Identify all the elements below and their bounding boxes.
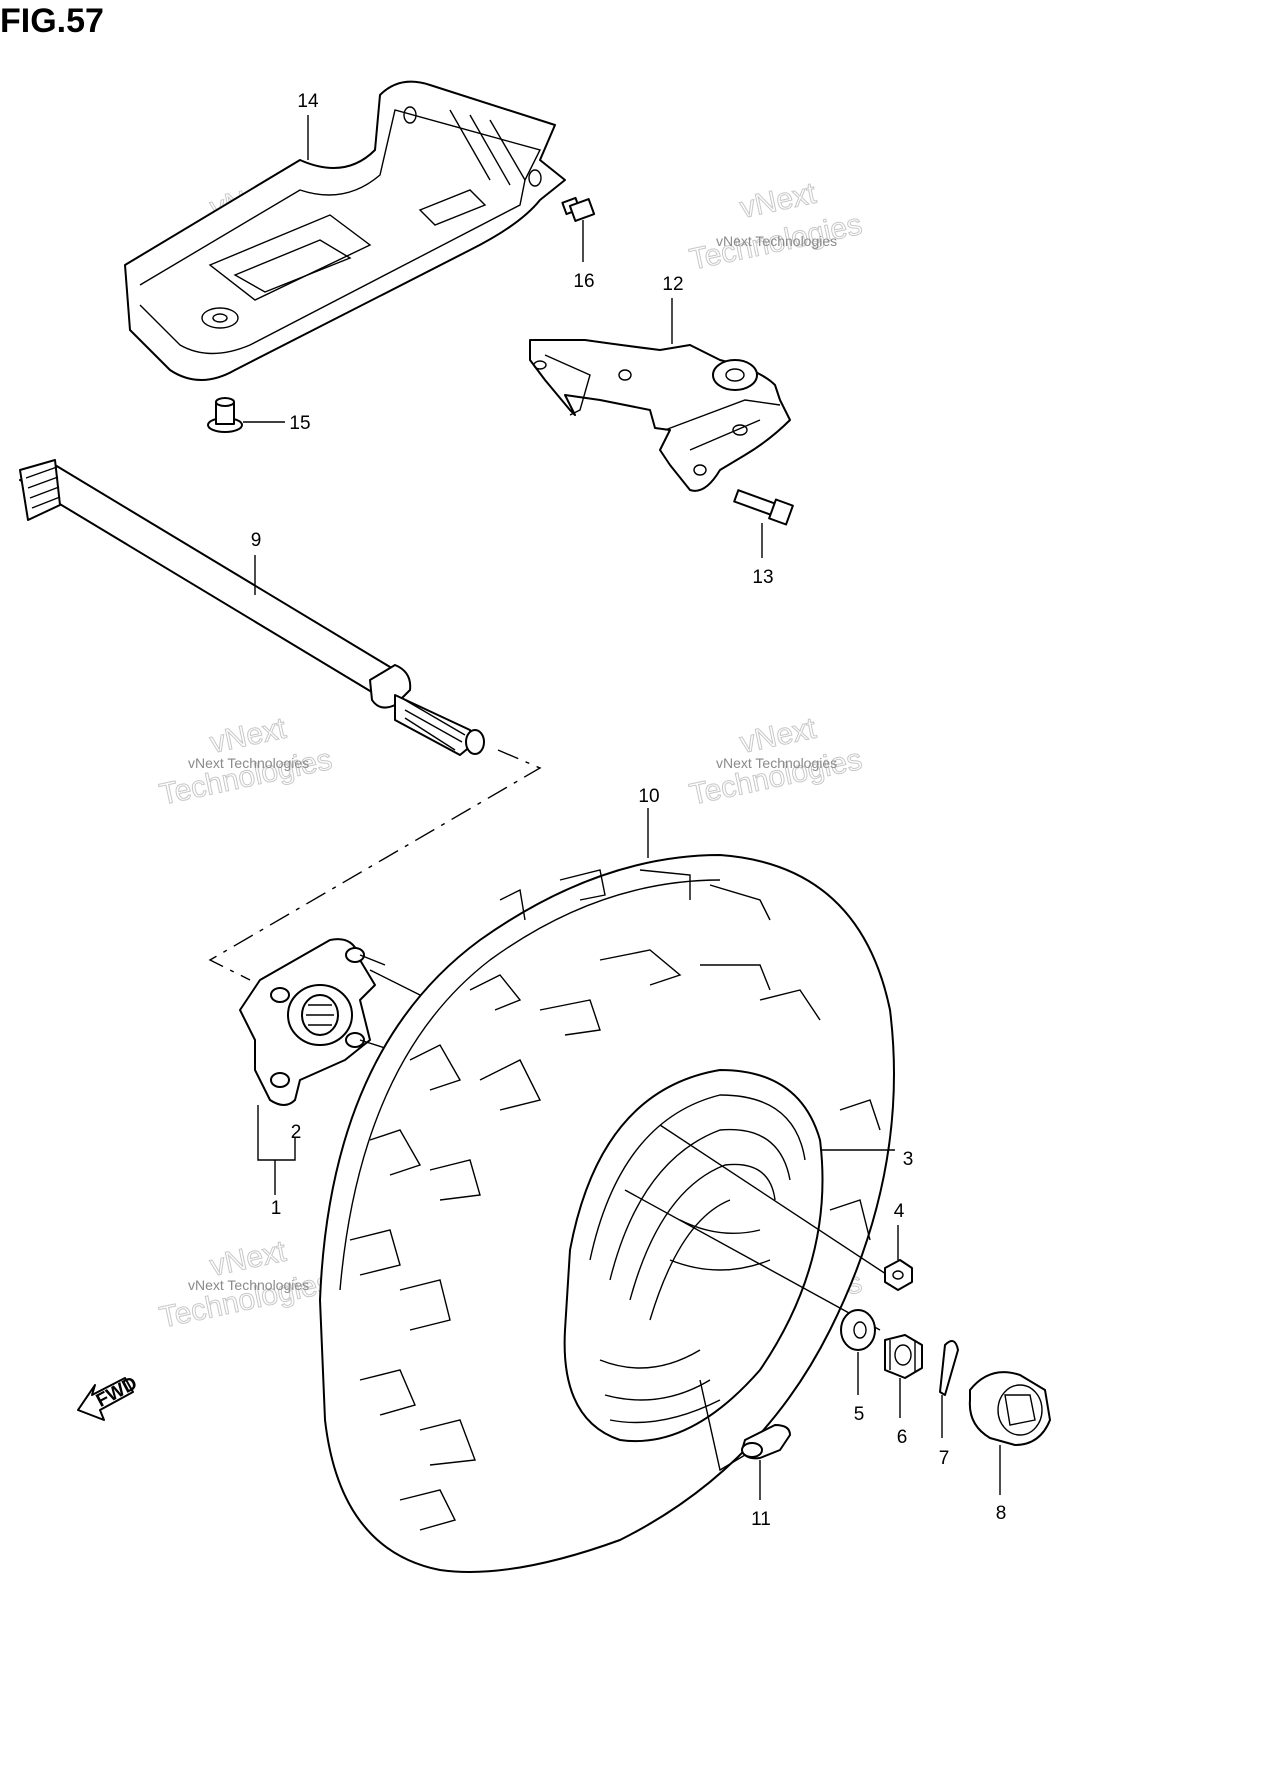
callout-15: 15: [289, 413, 310, 434]
callout-16: 16: [573, 271, 594, 292]
castle-nut-part-6: [884, 1334, 923, 1379]
bolt-part-16: [561, 196, 596, 222]
callout-5: 5: [854, 1404, 865, 1425]
watermark-caption-3: vNext Technologies: [188, 755, 309, 771]
washer-part-5: [840, 1309, 876, 1351]
callout-6: 6: [897, 1427, 908, 1448]
callout-9: 9: [251, 530, 262, 551]
watermark-caption-5: vNext Technologies: [188, 1277, 309, 1293]
watermark-caption-4: vNext Technologies: [716, 755, 837, 771]
cotter-pin-part-7: [939, 1340, 959, 1396]
callout-7: 7: [939, 1448, 950, 1469]
watermark-2: vNext Technologies: [686, 176, 865, 277]
callout-2: 2: [291, 1122, 302, 1143]
fwd-label: FWD: [93, 1373, 141, 1412]
forward-arrow-badge: FWD: [77, 1373, 141, 1421]
callout-8: 8: [996, 1503, 1007, 1524]
watermark-caption-2: vNext Technologies: [716, 233, 837, 249]
callout-3: 3: [903, 1149, 914, 1170]
skid-plate-part-14: [124, 80, 566, 381]
callout-4: 4: [894, 1201, 905, 1222]
callout-1: 1: [271, 1198, 282, 1219]
callout-12: 12: [662, 274, 683, 295]
callout-14: 14: [297, 91, 319, 112]
tire-part-10: [319, 854, 895, 1573]
valve-stem-part-11: [741, 1424, 791, 1460]
callout-13: 13: [752, 567, 773, 588]
bolt-part-15: [207, 397, 243, 433]
wheel-hub-part-1: [239, 938, 421, 1106]
callout-11: 11: [751, 1509, 771, 1530]
nut-part-4: [884, 1259, 913, 1291]
drive-shaft-part-9: [19, 459, 485, 756]
bracket-part-12: [529, 339, 791, 492]
callout-10: 10: [638, 786, 659, 807]
figure-title: FIG.57: [0, 2, 104, 40]
bolt-part-13: [733, 489, 794, 526]
hub-cap-part-8: [968, 1371, 1051, 1446]
